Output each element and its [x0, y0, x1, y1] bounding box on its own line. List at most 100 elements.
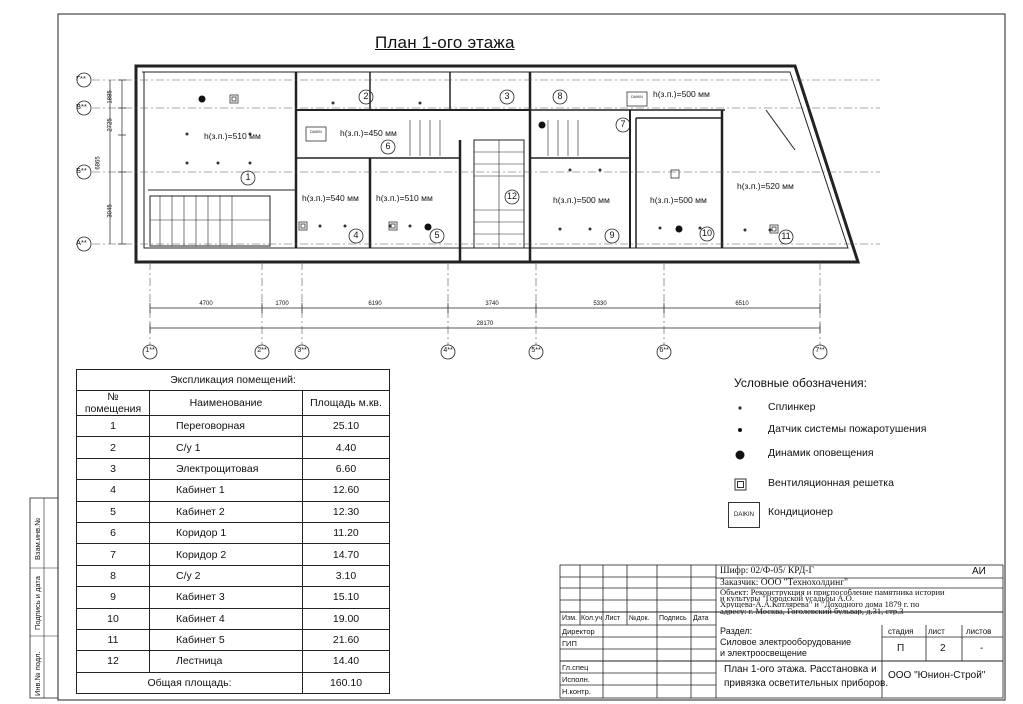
- table-total-row: Общая площадь:160.10: [76, 671, 390, 695]
- room-no-cell: 4: [76, 479, 150, 502]
- sill-height-label: h(з.п.)=450 мм: [340, 128, 397, 138]
- stamp-original-inv: Инв.№ подл.: [33, 651, 42, 696]
- legend-label: Вентиляционная решетка: [768, 477, 894, 489]
- room-no-cell: 10: [76, 607, 150, 630]
- dimension-label: 6865: [95, 156, 102, 170]
- room-name-cell: Кабинет 2: [149, 500, 303, 523]
- legend-label: Датчик системы пожаротушения: [768, 423, 927, 435]
- axis-col-label: 1**: [145, 347, 155, 354]
- small-dot-icon: [734, 402, 760, 416]
- room-number: 3: [504, 91, 510, 101]
- total-area-value: 160.10: [302, 671, 390, 695]
- column-header: Дата: [693, 615, 709, 622]
- stamp-replacement-inv: Взам.инв.№: [33, 517, 42, 560]
- room-number: 2: [363, 91, 369, 101]
- room-name-cell: Лестница: [149, 650, 303, 673]
- room-number: 7: [620, 119, 626, 129]
- legend-label: Динамик оповещения: [768, 447, 874, 459]
- room-number: 1: [245, 172, 251, 182]
- table-caption: Экспликация помещений:: [76, 369, 390, 391]
- room-no-cell: 2: [76, 436, 150, 459]
- dimension-label: 5330: [593, 301, 607, 307]
- dimension-label: 3045: [107, 204, 114, 218]
- dimension-label: 4700: [199, 301, 213, 307]
- grille-icon: [734, 478, 760, 492]
- sill-height-label: h(з.п.)=510 мм: [204, 131, 261, 141]
- legend-item: Датчик системы пожаротушения: [734, 423, 974, 444]
- dimension-label: 6190: [368, 301, 382, 307]
- cipher-label: Шифр: 02/Ф-05/ КРД-Г: [720, 566, 814, 576]
- room-no-cell: 9: [76, 586, 150, 609]
- table-header-row: № помещения Наименование Площадь м.кв.: [76, 390, 390, 416]
- axis-row-label: Б**: [76, 166, 87, 175]
- room-no-cell: 12: [76, 650, 150, 673]
- room-number: 6: [385, 141, 391, 151]
- room-number: 11: [781, 231, 791, 241]
- role-label: Исполн.: [562, 675, 590, 684]
- role-label: Н.контр.: [562, 687, 591, 696]
- room-number: 8: [557, 91, 563, 101]
- room-name-cell: Коридор 2: [149, 543, 303, 566]
- sill-height-label: h(з.п.)=500 мм: [653, 89, 710, 99]
- room-area-cell: 15.10: [302, 586, 390, 609]
- object-description-line: и культуры "Городской усадьбы А.О.: [720, 595, 854, 603]
- dimension-label: 2725: [107, 118, 114, 132]
- table-caption-row: Экспликация помещений:: [76, 369, 390, 391]
- room-name-cell: Электрощитовая: [149, 457, 303, 481]
- role-label: Гл.спец: [562, 663, 589, 672]
- daikin-unit-label: DAIKIN: [310, 130, 322, 134]
- room-no-cell: 1: [76, 414, 150, 438]
- room-no-cell: 11: [76, 628, 150, 652]
- column-header: Кол.уч: [581, 615, 602, 622]
- column-header: Изм.: [562, 615, 577, 622]
- room-area-cell: 4.40: [302, 436, 390, 459]
- page-title: План 1-ого этажа: [375, 33, 515, 52]
- room-area-cell: 12.30: [302, 500, 390, 523]
- stage-header: лист: [928, 627, 945, 636]
- axis-col-label: 6**: [659, 347, 669, 354]
- room-number: 4: [353, 230, 359, 240]
- stage-header: листов: [966, 627, 992, 636]
- legend-title: Условные обозначения:: [734, 376, 867, 390]
- role-label: ГИП: [562, 639, 577, 648]
- column-header: Подпись: [659, 615, 687, 622]
- room-no-cell: 8: [76, 564, 150, 588]
- axis-col-label: 5**: [531, 347, 541, 354]
- role-label: Директор: [562, 627, 595, 636]
- stage-value: 2: [940, 643, 946, 654]
- medium-dot-icon: [734, 424, 760, 438]
- axis-row-label: В**: [76, 102, 87, 111]
- customer-label: Заказчик: ООО "Технохолдинг": [720, 578, 848, 588]
- room-number: 5: [434, 230, 440, 240]
- room-area-cell: 21.60: [302, 628, 390, 652]
- daikin-unit-label: DAIKIN: [631, 95, 643, 99]
- room-no-cell: 3: [76, 457, 150, 481]
- room-area-cell: 19.00: [302, 607, 390, 630]
- sill-height-label: h(з.п.)=540 мм: [302, 193, 359, 203]
- room-name-cell: Кабинет 3: [149, 586, 303, 609]
- sill-height-label: h(з.п.)=510 мм: [376, 193, 433, 203]
- large-dot-icon: [734, 448, 760, 462]
- sheet-title-line: План 1-ого этажа. Расстановка и: [724, 664, 877, 675]
- stage-value: -: [980, 643, 984, 654]
- total-dimension-label: 28170: [476, 321, 494, 327]
- object-description-line: Хрущева-А.А.Котляревa" и "Доходного дома…: [720, 601, 920, 609]
- stamp-signature-date: Подпись и дата: [33, 576, 42, 630]
- room-name-cell: Кабинет 4: [149, 607, 303, 630]
- sill-height-label: h(з.п.)=500 мм: [650, 195, 707, 205]
- axis-col-label: 4**: [443, 347, 453, 354]
- sheet-title-line: привязка осветительных приборов.: [724, 678, 889, 689]
- column-header: Площадь м.кв.: [302, 390, 390, 416]
- object-description-line: адресу: г. Москва, Гоголевский бульвар, …: [720, 607, 904, 615]
- dimension-label: 3740: [485, 301, 499, 307]
- legend-label: Кондиционер: [768, 506, 833, 518]
- room-no-cell: 7: [76, 543, 150, 566]
- room-area-cell: 14.40: [302, 650, 390, 673]
